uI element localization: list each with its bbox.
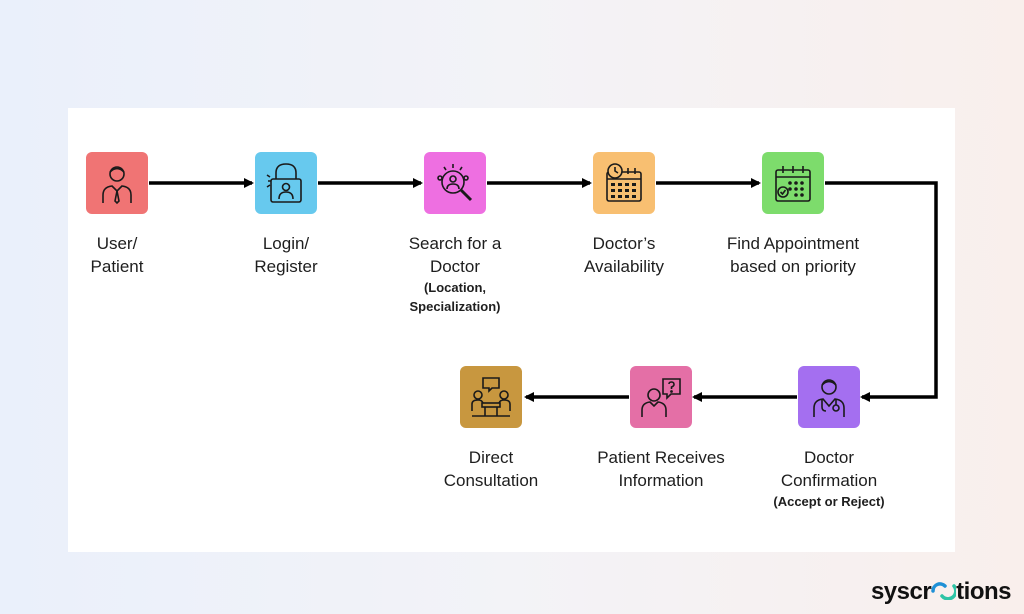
icon-box: [86, 152, 148, 214]
arrow-5: [825, 181, 938, 402]
node-user-patient: User/ Patient: [22, 152, 212, 278]
icon-box: [255, 152, 317, 214]
node-label-line2: Availability: [583, 257, 664, 276]
icon-box: [460, 366, 522, 428]
node-doctor-confirmation: Doctor Confirmation (Accept or Reject): [734, 366, 924, 511]
node-label-line2: Confirmation: [780, 471, 878, 490]
node-login-register: Login/ Register: [191, 152, 381, 278]
brand-logo-part1: syscr: [870, 578, 932, 605]
question-icon: [641, 378, 681, 417]
node-sublabel-line1: (Location,: [423, 280, 487, 295]
node-label-line2: Doctor: [429, 257, 481, 276]
node-label-line1: Doctor’s: [592, 234, 656, 253]
icon-box: [798, 366, 860, 428]
node-label-line2: Information: [618, 471, 704, 490]
brand-ea-glyph-icon: [931, 579, 958, 601]
node-label-line1: Patient Receives: [597, 448, 725, 467]
icon-box: [630, 366, 692, 428]
consultation-icon: [471, 377, 511, 417]
icon-box: [593, 152, 655, 214]
doctor-icon: [813, 379, 845, 417]
node-sublabel-line1: (Accept or Reject): [773, 494, 885, 509]
node-find-appointment: Find Appointment based on priority: [698, 152, 888, 278]
node-label-line1: Login/: [262, 234, 310, 253]
icon-box: [424, 152, 486, 214]
node-label-line1: Direct: [468, 448, 514, 467]
node-label-line2: based on priority: [730, 257, 856, 276]
node-label-line1: Doctor: [803, 448, 855, 467]
user-icon: [102, 166, 132, 205]
node-label-line2: Consultation: [443, 471, 539, 490]
brand-logo-part2: tions: [956, 578, 1011, 605]
node-sublabel-line2: Specialization): [409, 299, 501, 314]
node-label-line1: Find Appointment: [726, 234, 860, 253]
brand-logo: syscr tions: [870, 578, 1012, 606]
lock-user-icon: [266, 163, 302, 203]
node-label-line1: Search for a: [408, 234, 502, 253]
node-label-line2: Register: [254, 257, 318, 276]
node-label-line1: User/: [96, 234, 138, 253]
node-doctor-availability: Doctor’s Availability: [529, 152, 719, 278]
node-search-doctor: Search for a Doctor (Location, Specializ…: [360, 152, 550, 316]
calendar-check-icon: [775, 166, 811, 202]
icon-box: [762, 152, 824, 214]
node-direct-consultation: Direct Consultation: [396, 366, 586, 492]
node-patient-receives-info: Patient Receives Information: [566, 366, 756, 492]
node-label-line2: Patient: [90, 257, 144, 276]
search-icon: [437, 164, 473, 202]
calendar-clock-icon: [606, 163, 642, 202]
